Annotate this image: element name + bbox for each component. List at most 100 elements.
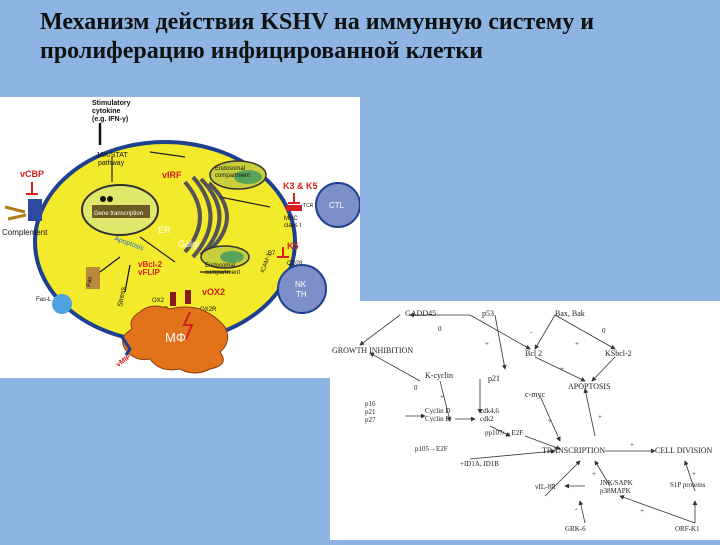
label-jak-stat: JAK/STAT	[96, 152, 128, 159]
node-bcl2: Bcl 2	[525, 349, 542, 358]
dna-complex	[100, 196, 106, 202]
label-virf: vIRF	[162, 170, 182, 180]
label-cd28: CD28	[287, 261, 303, 267]
node-p27: p27	[365, 416, 376, 424]
vcbp-inhibit-mark	[26, 182, 38, 195]
mhc-molecule	[286, 205, 302, 211]
label-vmip: vMIP	[115, 353, 133, 368]
node-p53: p53	[482, 309, 494, 318]
node-cmyc: c-myc	[525, 390, 545, 399]
label-golgi: Golgi	[178, 239, 199, 249]
label-eg-ifn: (e.g. IFN-γ)	[92, 116, 128, 123]
pathway-labels: GADD45 p53 Bax, Bak GROWTH INHIBITION Bc…	[332, 309, 712, 533]
immune-mechanism-figure: Stimulatory cytokine (e.g. IFN-γ) JAK/ST…	[0, 97, 361, 378]
label-tcr: TCR	[303, 203, 314, 209]
sign-plus-3: +	[560, 365, 564, 373]
sign-minus-1: -	[530, 328, 533, 336]
pathway-diagram-svg: GADD45 p53 Bax, Bak GROWTH INHIBITION Bc…	[332, 309, 712, 533]
sign-zero-2: 0	[602, 327, 606, 335]
node-bax-bak: Bax, Bak	[555, 309, 585, 318]
node-p16: p16	[365, 400, 376, 408]
sign-plus-6: +	[598, 413, 602, 421]
label-gene-transcription: Gene transcription	[94, 211, 143, 217]
sign-plus-8: +	[592, 470, 596, 478]
pathway-edges	[359, 312, 698, 524]
label-class1: class I	[284, 223, 301, 229]
label-stress: Stress	[117, 286, 127, 307]
label-k5: K5	[287, 241, 299, 251]
label-vcbp: vCBP	[20, 169, 44, 179]
node-orfk1: ORF-K1	[675, 525, 700, 533]
sign-zero-1: 0	[438, 325, 442, 333]
node-growth-inhibition: GROWTH INHIBITION	[332, 346, 413, 355]
node-jnk: JNK/SAPK	[600, 479, 633, 487]
label-vox2: vOX2	[202, 287, 225, 297]
sign-plus-10: +	[640, 507, 644, 515]
node-cell-division: CELL DIVISION	[655, 446, 712, 455]
node-vil8r: vIL-8R	[535, 483, 556, 491]
endosome-green-bottom	[220, 251, 244, 263]
node-kcyclin: K-cyclin	[425, 371, 453, 380]
label-mhc: MHC	[284, 216, 298, 222]
node-grk6: GRK-6	[565, 525, 586, 533]
label-ox2: OX2	[152, 298, 165, 304]
sign-plus-9: +	[692, 470, 696, 478]
immune-diagram-svg: Stimulatory cytokine (e.g. IFN-γ) JAK/ST…	[2, 100, 361, 374]
nk-th-cell	[277, 264, 327, 314]
label-nk: NK	[295, 280, 307, 289]
label-k3k5: K3 & K5	[283, 181, 318, 191]
label-endosomal-bottom: Endosomal	[205, 263, 235, 269]
label-complement: Complement	[2, 228, 48, 237]
label-compartment-top: compartment	[215, 173, 250, 179]
node-id1: +ID1A, ID1B	[460, 460, 499, 468]
complement-receptor	[28, 199, 42, 221]
label-ctl: CTL	[329, 201, 345, 210]
label-cytokine: cytokine	[92, 108, 121, 115]
node-cyclin-d: Cyclin D	[425, 407, 450, 415]
internal-arrows	[111, 151, 271, 273]
title-line-2: пролиферацию инфицированной клетки	[40, 38, 484, 64]
node-p21: p21	[365, 408, 376, 416]
node-cyclin-e: Cyclin E	[425, 415, 450, 423]
label-endosomal-top: Endosomal	[215, 166, 245, 172]
node-p21waf: p21	[488, 374, 500, 383]
k5-inhibit-mark	[277, 247, 289, 258]
vmip-receptor	[120, 336, 132, 356]
gene-transcription-bar	[92, 205, 150, 218]
ox2-molecule	[170, 292, 176, 306]
vox2-molecule	[185, 290, 191, 304]
label-th: TH	[296, 290, 307, 299]
label-er: ER	[158, 225, 171, 235]
label-compartment-bottom: compartment	[205, 270, 240, 276]
node-gadd45: GADD45	[405, 309, 436, 318]
node-cdk2: cdk2	[480, 415, 494, 423]
fas-receptor	[86, 267, 100, 289]
sign-plus-7: +	[630, 441, 634, 449]
sign-plus-2: +	[575, 340, 579, 348]
label-ox2r-right: OX2R	[200, 307, 217, 313]
k3k5-inhibit-mark	[288, 193, 300, 204]
sign-plus-5: +	[548, 417, 552, 425]
endosome-green-top	[234, 170, 262, 184]
sign-minus-2: -	[575, 505, 578, 513]
apoptosis-arrows	[99, 256, 131, 293]
slide-title: Механизм действия KSHV на иммунную систе…	[40, 8, 700, 66]
node-ksbcl2: KSbcl-2	[605, 349, 632, 358]
proliferation-pathway-figure: GADD45 p53 Bax, Bak GROWTH INHIBITION Bc…	[330, 301, 720, 540]
complement-molecule	[4, 205, 27, 221]
label-fasl: Fas-L	[36, 297, 52, 303]
node-p38mapk: p38MAPK	[600, 487, 631, 495]
label-vbcl2: vBcl-2	[138, 260, 163, 269]
macrophage-cell	[122, 305, 229, 374]
fasl-cell	[52, 294, 72, 314]
node-transcription: TRANSCRIPTION	[542, 446, 605, 455]
sign-plus-1: +	[485, 340, 489, 348]
label-b7: B7	[268, 251, 276, 257]
label-vflip: vFLIP	[138, 268, 160, 277]
node-pp107: pp107/→E2F	[485, 429, 523, 437]
lightning-signal	[182, 311, 194, 340]
node-apoptosis: APOPTOSIS	[568, 382, 611, 391]
label-mphi: MΦ	[165, 330, 186, 345]
title-line-1: Механизм действия KSHV на иммунную систе…	[40, 9, 595, 35]
node-cdk46: cdk4,6	[480, 407, 499, 415]
